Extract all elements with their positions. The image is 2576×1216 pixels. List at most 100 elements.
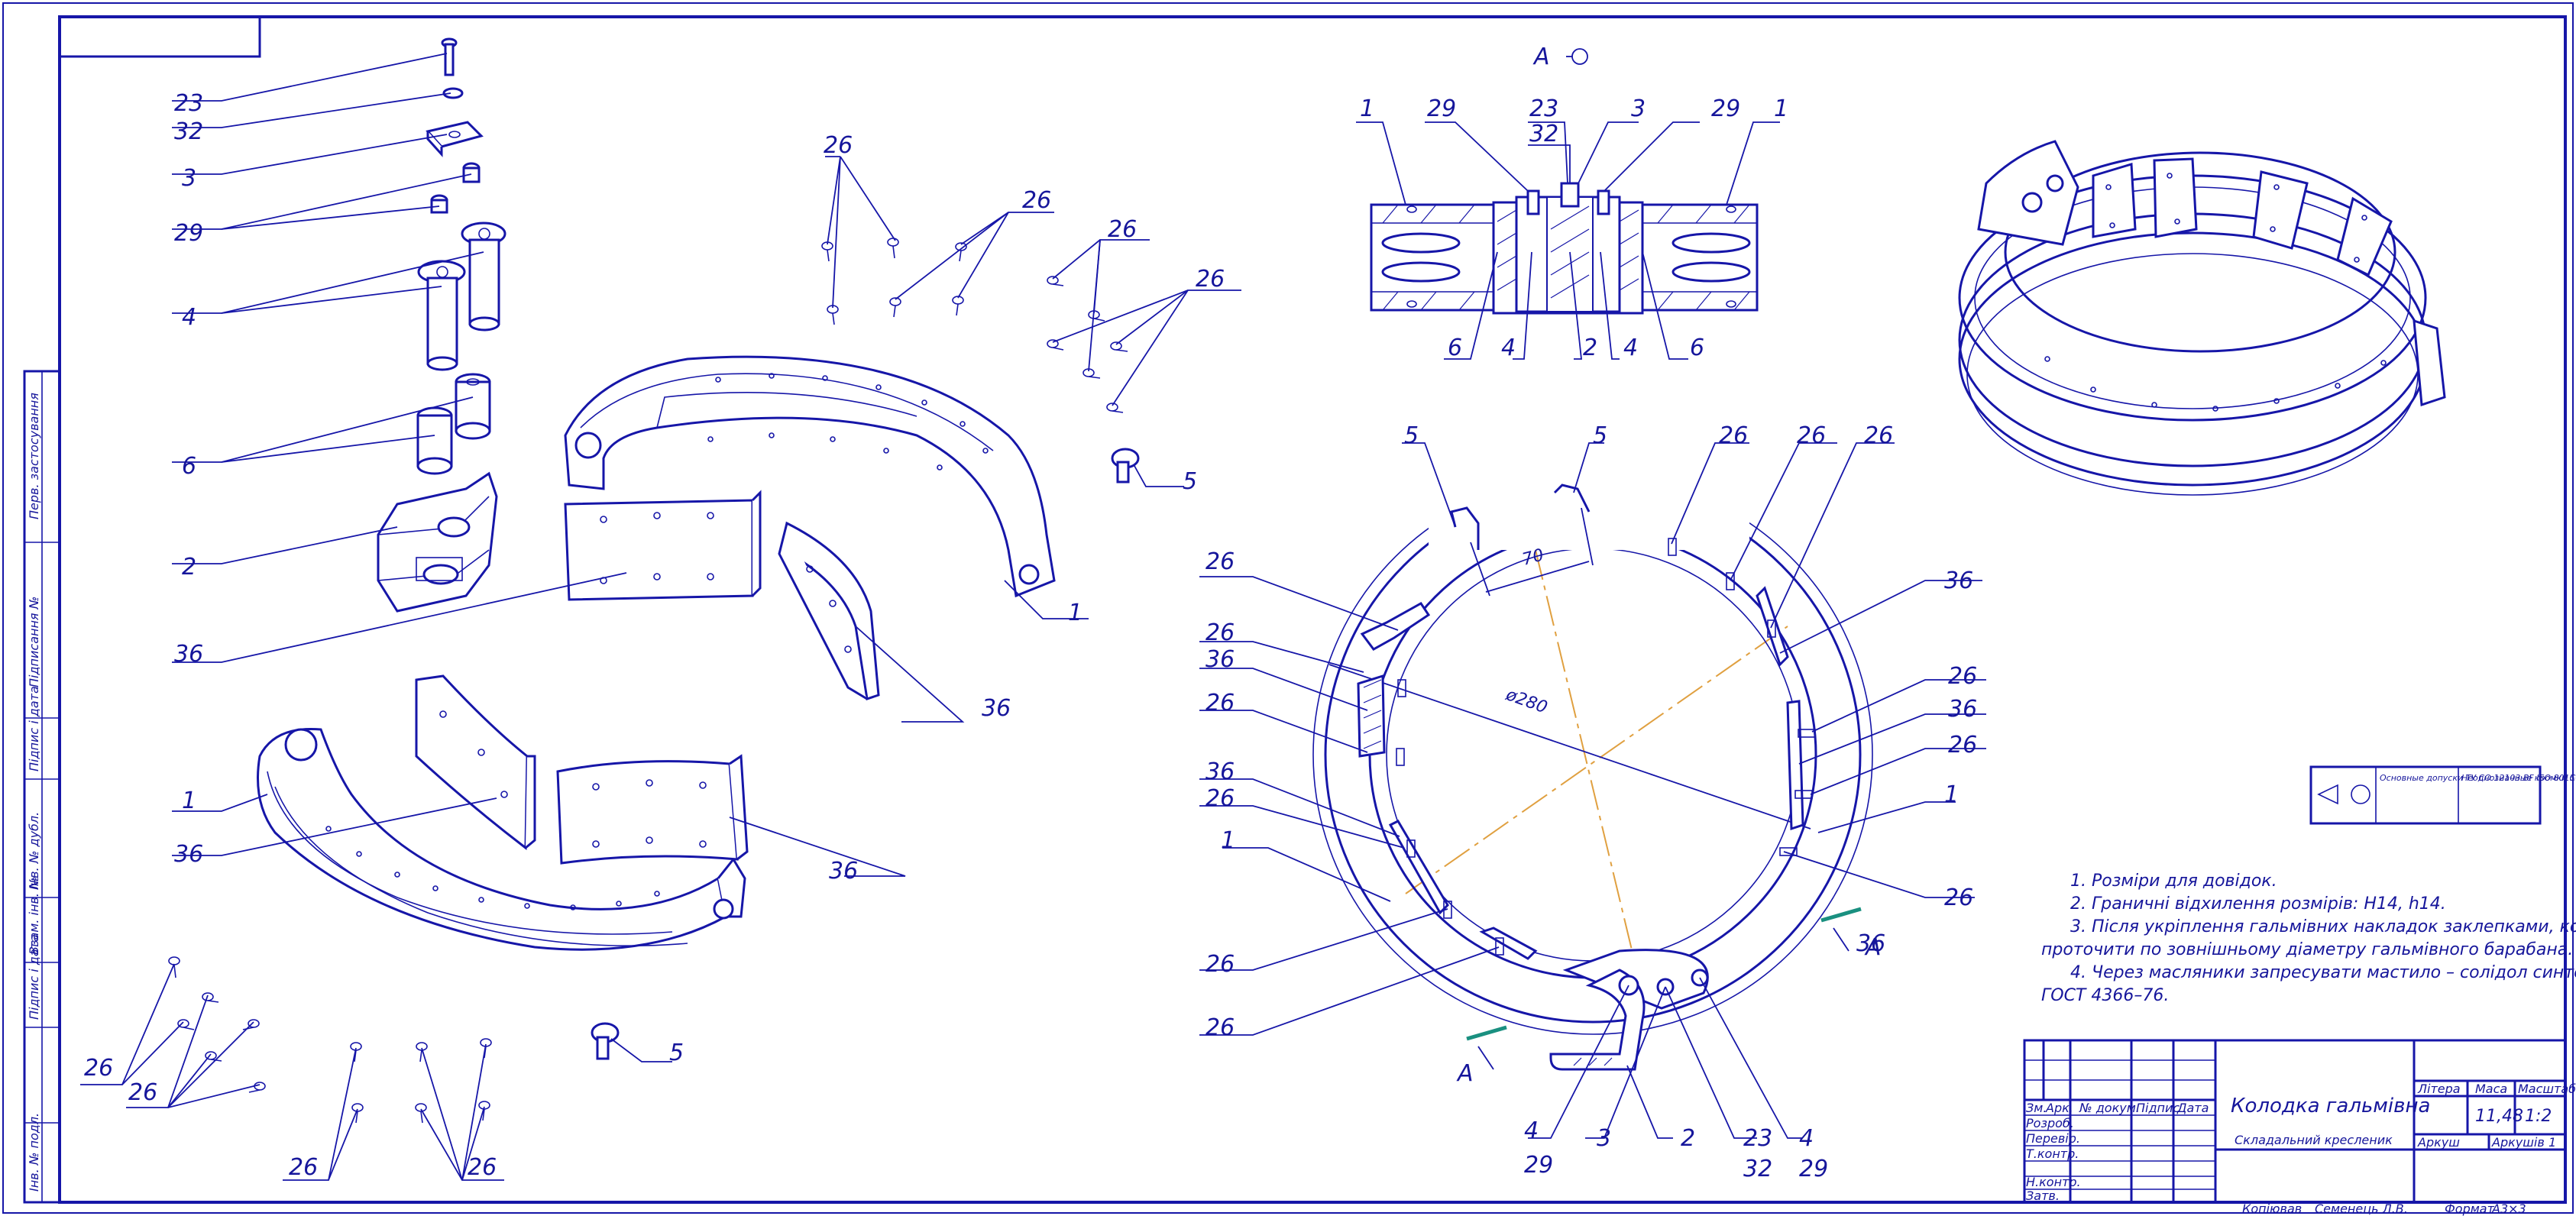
callout-23: 23 bbox=[174, 90, 203, 117]
callout-3: 3 bbox=[1597, 1125, 1611, 1152]
tb-col-header: Дата bbox=[2176, 1101, 2209, 1115]
leader-lines bbox=[1199, 442, 1986, 1139]
callout-1: 1 bbox=[1774, 95, 1788, 122]
callout-4: 4 bbox=[182, 304, 196, 331]
brake-shoe-1 bbox=[257, 727, 746, 951]
callout-1: 1 bbox=[1068, 600, 1083, 626]
lining-hatch bbox=[1363, 679, 1382, 749]
note-line: 2. Граничні відхилення розмірів: H14, h1… bbox=[2070, 894, 2446, 914]
side-stamp: Перв. застосування Підписання № Підпис і… bbox=[23, 370, 61, 1204]
tb-col-header: Зм. bbox=[2026, 1101, 2047, 1115]
lining-pad-36 bbox=[1388, 820, 1449, 915]
callout-26: 26 bbox=[1205, 785, 1235, 812]
isometric-assembly-view bbox=[1958, 140, 2446, 496]
dimension-280: ø280 bbox=[1503, 685, 1550, 718]
callout-26: 26 bbox=[1719, 422, 1748, 449]
tb-scale-value: 1:2 bbox=[2525, 1107, 2552, 1126]
tb-mass-value: 11,48 bbox=[2475, 1107, 2523, 1126]
section-cut-mark bbox=[1820, 907, 1862, 923]
tb-row-label: Затв. bbox=[2026, 1189, 2060, 1203]
main-view: 70 ø280 bbox=[1199, 422, 1986, 1182]
callout-3: 3 bbox=[1631, 95, 1646, 122]
stamp-label: Підпис і дата bbox=[27, 686, 41, 771]
callout-1: 1 bbox=[1944, 781, 1959, 808]
tb-mass-label: Маса bbox=[2475, 1082, 2507, 1096]
tb-litera-label: Літера bbox=[2417, 1082, 2461, 1096]
tolerance-text: Основные допуски ТУ СО 12103 BF ISO 8015… bbox=[2380, 773, 2576, 783]
callout-1: 1 bbox=[1221, 827, 1235, 854]
section-view-a: А bbox=[1356, 44, 1788, 361]
note-line: проточити по зовнішньому діаметру гальмі… bbox=[2041, 940, 2573, 959]
stamp-label: Перв. застосування bbox=[27, 393, 41, 519]
tb-subtitle: Складальний кресленик bbox=[2235, 1133, 2393, 1147]
tb-copied: Копіював bbox=[2242, 1201, 2302, 1216]
leader-lines bbox=[80, 53, 1241, 1181]
callout-29: 29 bbox=[1427, 95, 1456, 122]
stamp-label: Інв. № дубл. bbox=[27, 812, 41, 890]
title-block: Зм. Арк. № докум. Підпис Дата Розроб. Пе… bbox=[2023, 1039, 2576, 1216]
callout-26: 26 bbox=[1864, 422, 1893, 449]
tb-sheets-value: 1 bbox=[2548, 1135, 2556, 1150]
lining-pad-36 bbox=[1786, 700, 1804, 831]
callout-1: 1 bbox=[1360, 95, 1374, 122]
lining-pad-36 bbox=[564, 490, 762, 601]
tb-col-header: № докум. bbox=[2079, 1101, 2140, 1115]
callout-5: 5 bbox=[1183, 468, 1197, 495]
pin-4 bbox=[417, 260, 466, 371]
lining-pad-36 bbox=[415, 674, 536, 851]
note-line: 4. Через масляники запресувати мастило –… bbox=[2070, 963, 2576, 982]
callout-23: 23 bbox=[1529, 95, 1558, 122]
note-line: 1. Розміри для довідок. bbox=[2070, 872, 2277, 891]
tb-row-label: Розроб. bbox=[2026, 1116, 2074, 1130]
callout-26: 26 bbox=[84, 1055, 113, 1082]
callout-29: 29 bbox=[1711, 95, 1740, 122]
stamp-label: Взам. інв. № bbox=[27, 876, 41, 955]
callout-26: 26 bbox=[1108, 216, 1137, 243]
bushing-6 bbox=[455, 373, 491, 440]
callout-3: 3 bbox=[182, 165, 196, 192]
callout-29: 29 bbox=[1799, 1156, 1828, 1182]
lining-pad-36 bbox=[778, 521, 880, 700]
tb-row-label: Н.контр. bbox=[2026, 1175, 2081, 1189]
callout-4: 4 bbox=[1799, 1125, 1814, 1152]
callout-26: 26 bbox=[1196, 266, 1225, 293]
callout-6: 6 bbox=[182, 453, 196, 480]
callout-26: 26 bbox=[824, 132, 853, 159]
callout-2: 2 bbox=[182, 554, 196, 581]
callout-5: 5 bbox=[669, 1040, 684, 1066]
callout-29: 29 bbox=[174, 220, 203, 247]
callout-26: 26 bbox=[1205, 548, 1235, 575]
callout-32: 32 bbox=[1743, 1156, 1772, 1182]
callout-36: 36 bbox=[1948, 696, 1977, 723]
section-label-a: А bbox=[1456, 1060, 1474, 1087]
oiler-29 bbox=[430, 194, 448, 214]
exploded-view: 23 32 3 29 4 6 2 36 1 36 36 36 1 26 26 2… bbox=[80, 37, 1241, 1181]
callout-6: 6 bbox=[1448, 335, 1462, 361]
pin-5 bbox=[1111, 448, 1140, 483]
lining-pad-36 bbox=[1357, 602, 1431, 758]
lining-pad-36 bbox=[556, 754, 749, 865]
tb-scale-label: Масштаб bbox=[2518, 1082, 2576, 1096]
callout-4: 4 bbox=[1524, 1117, 1539, 1144]
brake-shoe-1 bbox=[564, 355, 1056, 598]
tb-title: Колодка гальмівна bbox=[2231, 1095, 2430, 1117]
tolerance-box: Основные допуски ТУ СО 12103 BF ISO 8015… bbox=[2309, 765, 2576, 825]
callout-26: 26 bbox=[1205, 951, 1235, 978]
section-cut-mark bbox=[1466, 1025, 1507, 1041]
bracket-2 bbox=[377, 471, 498, 613]
callout-36: 36 bbox=[1205, 646, 1235, 673]
tb-row-label: Т.контр. bbox=[2026, 1146, 2079, 1161]
callout-26: 26 bbox=[468, 1154, 497, 1181]
callout-36: 36 bbox=[982, 695, 1011, 722]
callout-2: 2 bbox=[1681, 1125, 1695, 1152]
callout-36: 36 bbox=[1205, 758, 1235, 785]
callout-23: 23 bbox=[1743, 1125, 1772, 1152]
screw-23 bbox=[441, 37, 458, 76]
callout-36: 36 bbox=[174, 641, 203, 668]
callout-36: 36 bbox=[1856, 930, 1885, 957]
callout-26: 26 bbox=[1944, 885, 1973, 911]
bushing-6 bbox=[416, 406, 453, 475]
callout-26: 26 bbox=[1948, 732, 1977, 758]
